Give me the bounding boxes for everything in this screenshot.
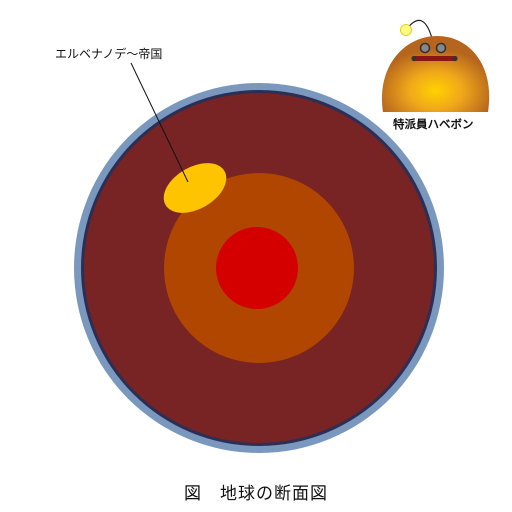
empire-region (163, 163, 227, 213)
agent-mouth-right-end (452, 55, 458, 62)
agent-body (381, 36, 490, 112)
earth-inner-core (216, 227, 298, 309)
empire-leader-line (130, 62, 189, 183)
empire-label: エルベナノデ〜帝国 (55, 46, 162, 61)
agent-lure-lamp (400, 24, 412, 36)
agent-left-eye (419, 42, 431, 54)
diagram-caption: 図 地球の断面図 (184, 484, 328, 504)
agent-right-eye (435, 42, 447, 54)
agent-mouth-left-end (411, 55, 417, 62)
agent-mouth (413, 56, 456, 61)
agent-label: 特派員ハベボン (393, 117, 474, 131)
agent-character (381, 19, 490, 112)
